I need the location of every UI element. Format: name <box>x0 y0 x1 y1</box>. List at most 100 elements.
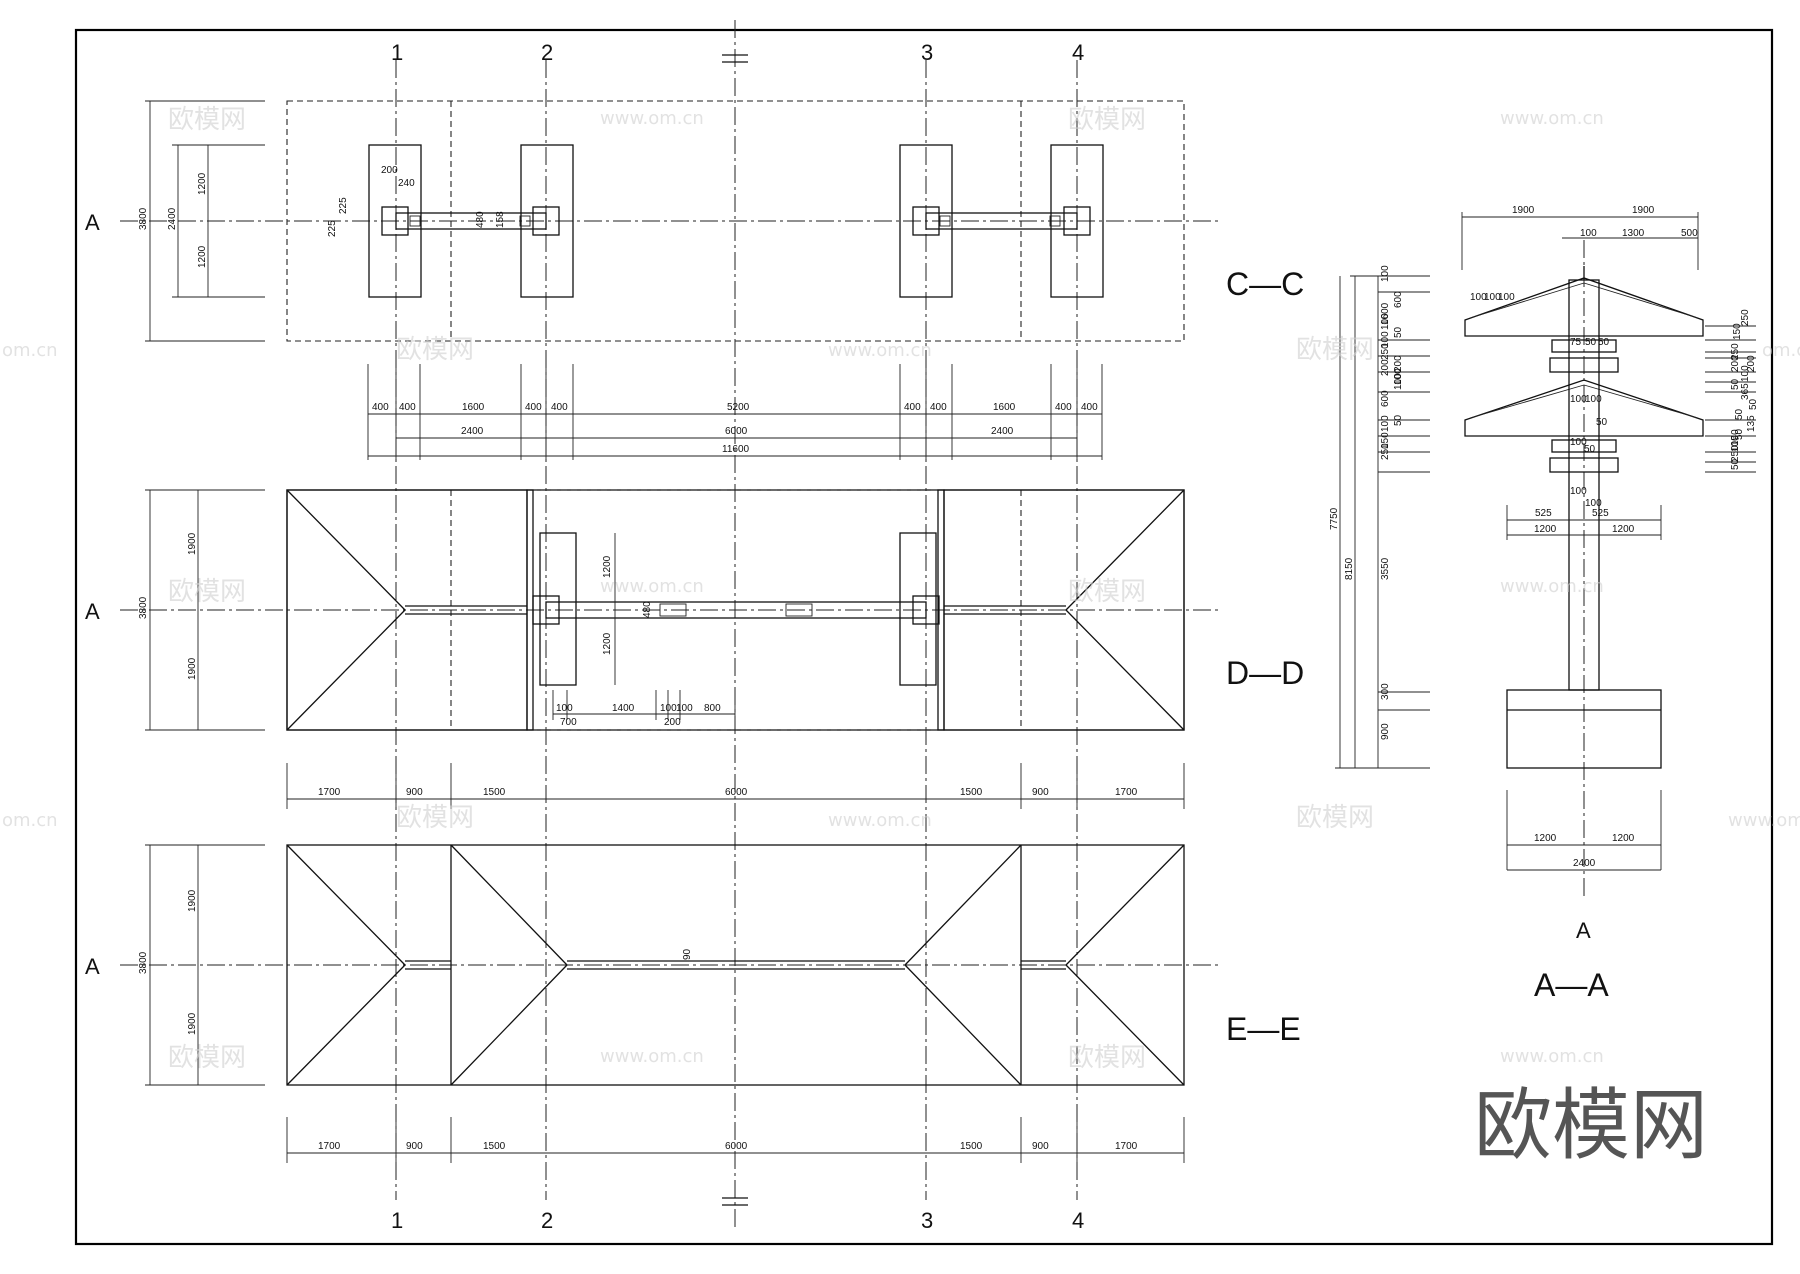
ee-hip-2 <box>286 964 406 1086</box>
aa-right-stack-label: 250 <box>1730 343 1741 360</box>
cc-dim-225-a: 225 <box>338 197 349 214</box>
dd-bracket-2 <box>785 603 813 617</box>
aa-eave-label: 50 <box>1585 337 1597 348</box>
aa-left-stack-label: 300 <box>1380 683 1391 700</box>
plan-section-cc: 3800 2400 1200 1200 200 240 225 225 480 … <box>138 100 1185 460</box>
axis-label-4-top: 4 <box>1072 40 1084 65</box>
cc-dim-row1-label: 400 <box>372 402 389 413</box>
aa-left-stack-label: 100 <box>1380 265 1391 282</box>
cc-dim-row1-label: 400 <box>904 402 921 413</box>
watermark-cn: 欧模网 <box>1068 105 1146 135</box>
aa-bracket-lower <box>1551 439 1617 453</box>
aa-eave-label: 100 <box>1484 292 1501 303</box>
aa-right-stack-label: 100 <box>1730 435 1741 452</box>
aa-dim-col-100-a: 100 <box>1570 486 1587 497</box>
dd-dim-1200-b: 1200 <box>602 632 613 655</box>
aa-beam-lower <box>1549 457 1619 473</box>
aa-right-stack-label: 200 <box>1730 355 1741 372</box>
aa-bracket-upper <box>1551 339 1617 353</box>
aa-dim-7750: 7750 <box>1329 507 1340 530</box>
ee-dim-chain-label: 1700 <box>318 1141 341 1152</box>
axis-label-a-mid: A <box>85 599 100 624</box>
ee-dim-chain-label: 1700 <box>1115 1141 1138 1152</box>
aa-right-stack-ticks <box>1705 325 1756 473</box>
ee-hip-4 <box>450 964 568 1086</box>
aa-dim-1900-a: 1900 <box>1512 205 1535 216</box>
dd-dim-inner-label: 100 <box>676 703 693 714</box>
aa-roof-lower-slope-r <box>1583 384 1699 419</box>
axis-label-2-bottom: 2 <box>541 1208 553 1233</box>
ee-hip-7 <box>1065 844 1185 966</box>
cc-dim-480: 480 <box>475 211 486 228</box>
watermark-url-partial: om.cn <box>2 810 58 831</box>
axis-label-1-bottom: 1 <box>391 1208 403 1233</box>
aa-dim-8150: 8150 <box>1344 557 1355 580</box>
watermark-url: www.om.cn <box>600 108 704 129</box>
aa-right-stack-label: 50 <box>1730 458 1741 470</box>
dd-dim-inner-label-2: 700 <box>560 717 577 728</box>
aa-roof-upper-slope-l <box>1469 282 1585 319</box>
section-title-aa: A—A <box>1534 967 1609 1003</box>
dd-footing-2 <box>539 532 577 686</box>
aa-dim-1900-b: 1900 <box>1632 205 1655 216</box>
watermark-cn: 欧模网 <box>1068 577 1146 607</box>
cc-footing-2 <box>520 144 574 298</box>
cc-connector-3 <box>939 215 951 227</box>
watermark-cn: 欧模网 <box>396 335 474 365</box>
ee-hip-8 <box>1065 964 1185 1086</box>
aa-left-stack-label: 250 <box>1380 343 1391 360</box>
dd-dim-3800: 3800 <box>138 596 149 619</box>
watermark-cn: 欧模网 <box>168 1043 246 1073</box>
ee-dim-90: 90 <box>682 948 693 960</box>
aa-dim-1200-d: 1200 <box>1612 524 1635 535</box>
dd-footing-3 <box>899 532 937 686</box>
aa-eave-label: 50 <box>1596 417 1608 428</box>
section-title-ee: E—E <box>1226 1011 1301 1047</box>
aa-beam-upper <box>1549 357 1619 373</box>
cc-beam-left <box>395 212 547 230</box>
cc-dim-row2-label: 6000 <box>725 426 748 437</box>
dd-dim-1900-a: 1900 <box>187 532 198 555</box>
dd-dim-chain-label: 6000 <box>725 787 748 798</box>
axis-grid: 1 2 3 4 1 2 3 4 A A A <box>85 20 1222 1233</box>
watermark-url: www.om.cn <box>600 1046 704 1067</box>
cc-footing-4 <box>1050 144 1104 298</box>
aa-dim-1200-c: 1200 <box>1534 524 1557 535</box>
aa-eave-label: 100 <box>1570 394 1587 405</box>
cc-dim-row1-label: 400 <box>525 402 542 413</box>
aa-dim-100: 100 <box>1580 228 1597 239</box>
watermark-url-partial: om.cn <box>2 340 58 361</box>
cc-footing-1 <box>368 144 422 298</box>
cc-beam-right <box>925 212 1078 230</box>
aa-roof-upper <box>1464 277 1704 337</box>
watermark-url: www.om.cn <box>828 340 932 361</box>
cc-dim-2400: 2400 <box>167 207 178 230</box>
axis-label-3-top: 3 <box>921 40 933 65</box>
ee-dim-chain-label: 1500 <box>960 1141 983 1152</box>
aa-eave-label: 50 <box>1584 444 1596 455</box>
dd-dim-chain-label: 1500 <box>960 787 983 798</box>
aa-left-stack-label: 600 <box>1393 291 1404 308</box>
dd-hip-left-1 <box>286 489 406 611</box>
aa-eave-label: 100 <box>1470 292 1487 303</box>
aa-left-stack-label: 100 <box>1393 373 1404 390</box>
watermark-url: www.om.cn <box>1500 1046 1604 1067</box>
ee-hip-3 <box>450 844 568 966</box>
aa-dim-500: 500 <box>1681 228 1698 239</box>
aa-right-stack-label: 150 <box>1730 429 1741 446</box>
dd-dim-chain-label: 1700 <box>1115 787 1138 798</box>
section-title-cc: C—C <box>1226 266 1304 302</box>
aa-right-stack-label: 250 <box>1740 309 1751 326</box>
aa-dim-1300: 1300 <box>1622 228 1645 239</box>
aa-left-stack-label: 100 <box>1380 415 1391 432</box>
aa-right-stack-label: 365 <box>1740 383 1751 400</box>
cc-column-1 <box>381 206 409 236</box>
aa-left-stack-label: 150 <box>1380 432 1391 449</box>
aa-left-stack-label: 50 <box>1393 326 1404 338</box>
cc-dim-row3-label: 11600 <box>722 444 750 455</box>
